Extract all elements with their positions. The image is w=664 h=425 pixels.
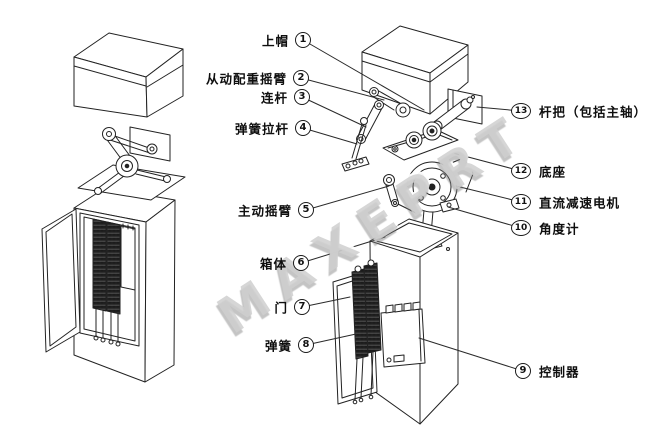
callout-label: 杆把（包括主轴） [539, 104, 648, 120]
callout-5: 5 主动摇臂 [238, 202, 314, 219]
assembled-controller [120, 223, 136, 291]
callout-number: 8 [298, 337, 314, 353]
callout-number: 7 [294, 299, 310, 315]
assembled-springs [92, 218, 121, 347]
part-driven-rocker-arm [369, 87, 411, 118]
assembled-door [41, 208, 81, 353]
callout-label: 角度计 [539, 221, 580, 237]
callout-10: 10 角度计 [511, 220, 579, 237]
part-base [382, 121, 459, 161]
callout-13: 13 杆把（包括主轴） [511, 103, 646, 120]
callout-3: 3 连杆 [261, 89, 310, 106]
callout-4: 4 弹簧拉杆 [235, 120, 311, 137]
assembled-view [41, 32, 186, 383]
callout-8: 8 弹簧 [265, 337, 314, 354]
part-spring-pull-rod [341, 117, 370, 172]
callout-11: 11 直流减速电机 [511, 194, 619, 211]
callout-label: 从动配重摇臂 [205, 71, 287, 87]
callout-number: 2 [293, 70, 309, 86]
part-top-cap [361, 25, 469, 115]
callout-number: 13 [511, 103, 531, 119]
callout-1: 1 上帽 [262, 32, 311, 49]
callout-label: 底座 [539, 164, 567, 180]
part-controller [380, 301, 426, 368]
callout-9: 9 控制器 [515, 363, 579, 380]
callout-number: 6 [293, 255, 309, 271]
callout-label: 弹簧 [264, 338, 292, 354]
callout-12: 12 底座 [511, 163, 565, 180]
callout-number: 11 [511, 194, 531, 210]
callout-number: 4 [295, 120, 311, 136]
callout-number: 10 [511, 220, 531, 236]
callout-number: 3 [294, 89, 310, 105]
exploded-view [332, 25, 483, 425]
callout-label: 主动摇臂 [237, 203, 292, 219]
callout-number: 12 [511, 163, 531, 179]
door-opening [83, 216, 136, 342]
part-handle-shaft [431, 88, 483, 132]
callout-label: 直流减速电机 [539, 195, 621, 211]
callout-label: 控制器 [539, 364, 580, 380]
callout-number: 1 [295, 32, 311, 48]
callout-2: 2 从动配重摇臂 [206, 70, 309, 87]
callout-number: 9 [515, 363, 531, 379]
callout-label: 连杆 [260, 90, 288, 106]
callout-label: 弹簧拉杆 [234, 121, 289, 137]
assembled-top-cap [73, 32, 184, 118]
callout-label: 箱体 [259, 256, 287, 272]
callout-label: 上帽 [261, 33, 289, 49]
assembled-mechanism [77, 126, 186, 201]
callout-number: 5 [298, 202, 314, 218]
part-active-rocker-arm [383, 174, 417, 214]
callout-label: 门 [274, 300, 288, 316]
callout-6: 6 箱体 [260, 255, 309, 272]
part-springs [351, 259, 382, 405]
